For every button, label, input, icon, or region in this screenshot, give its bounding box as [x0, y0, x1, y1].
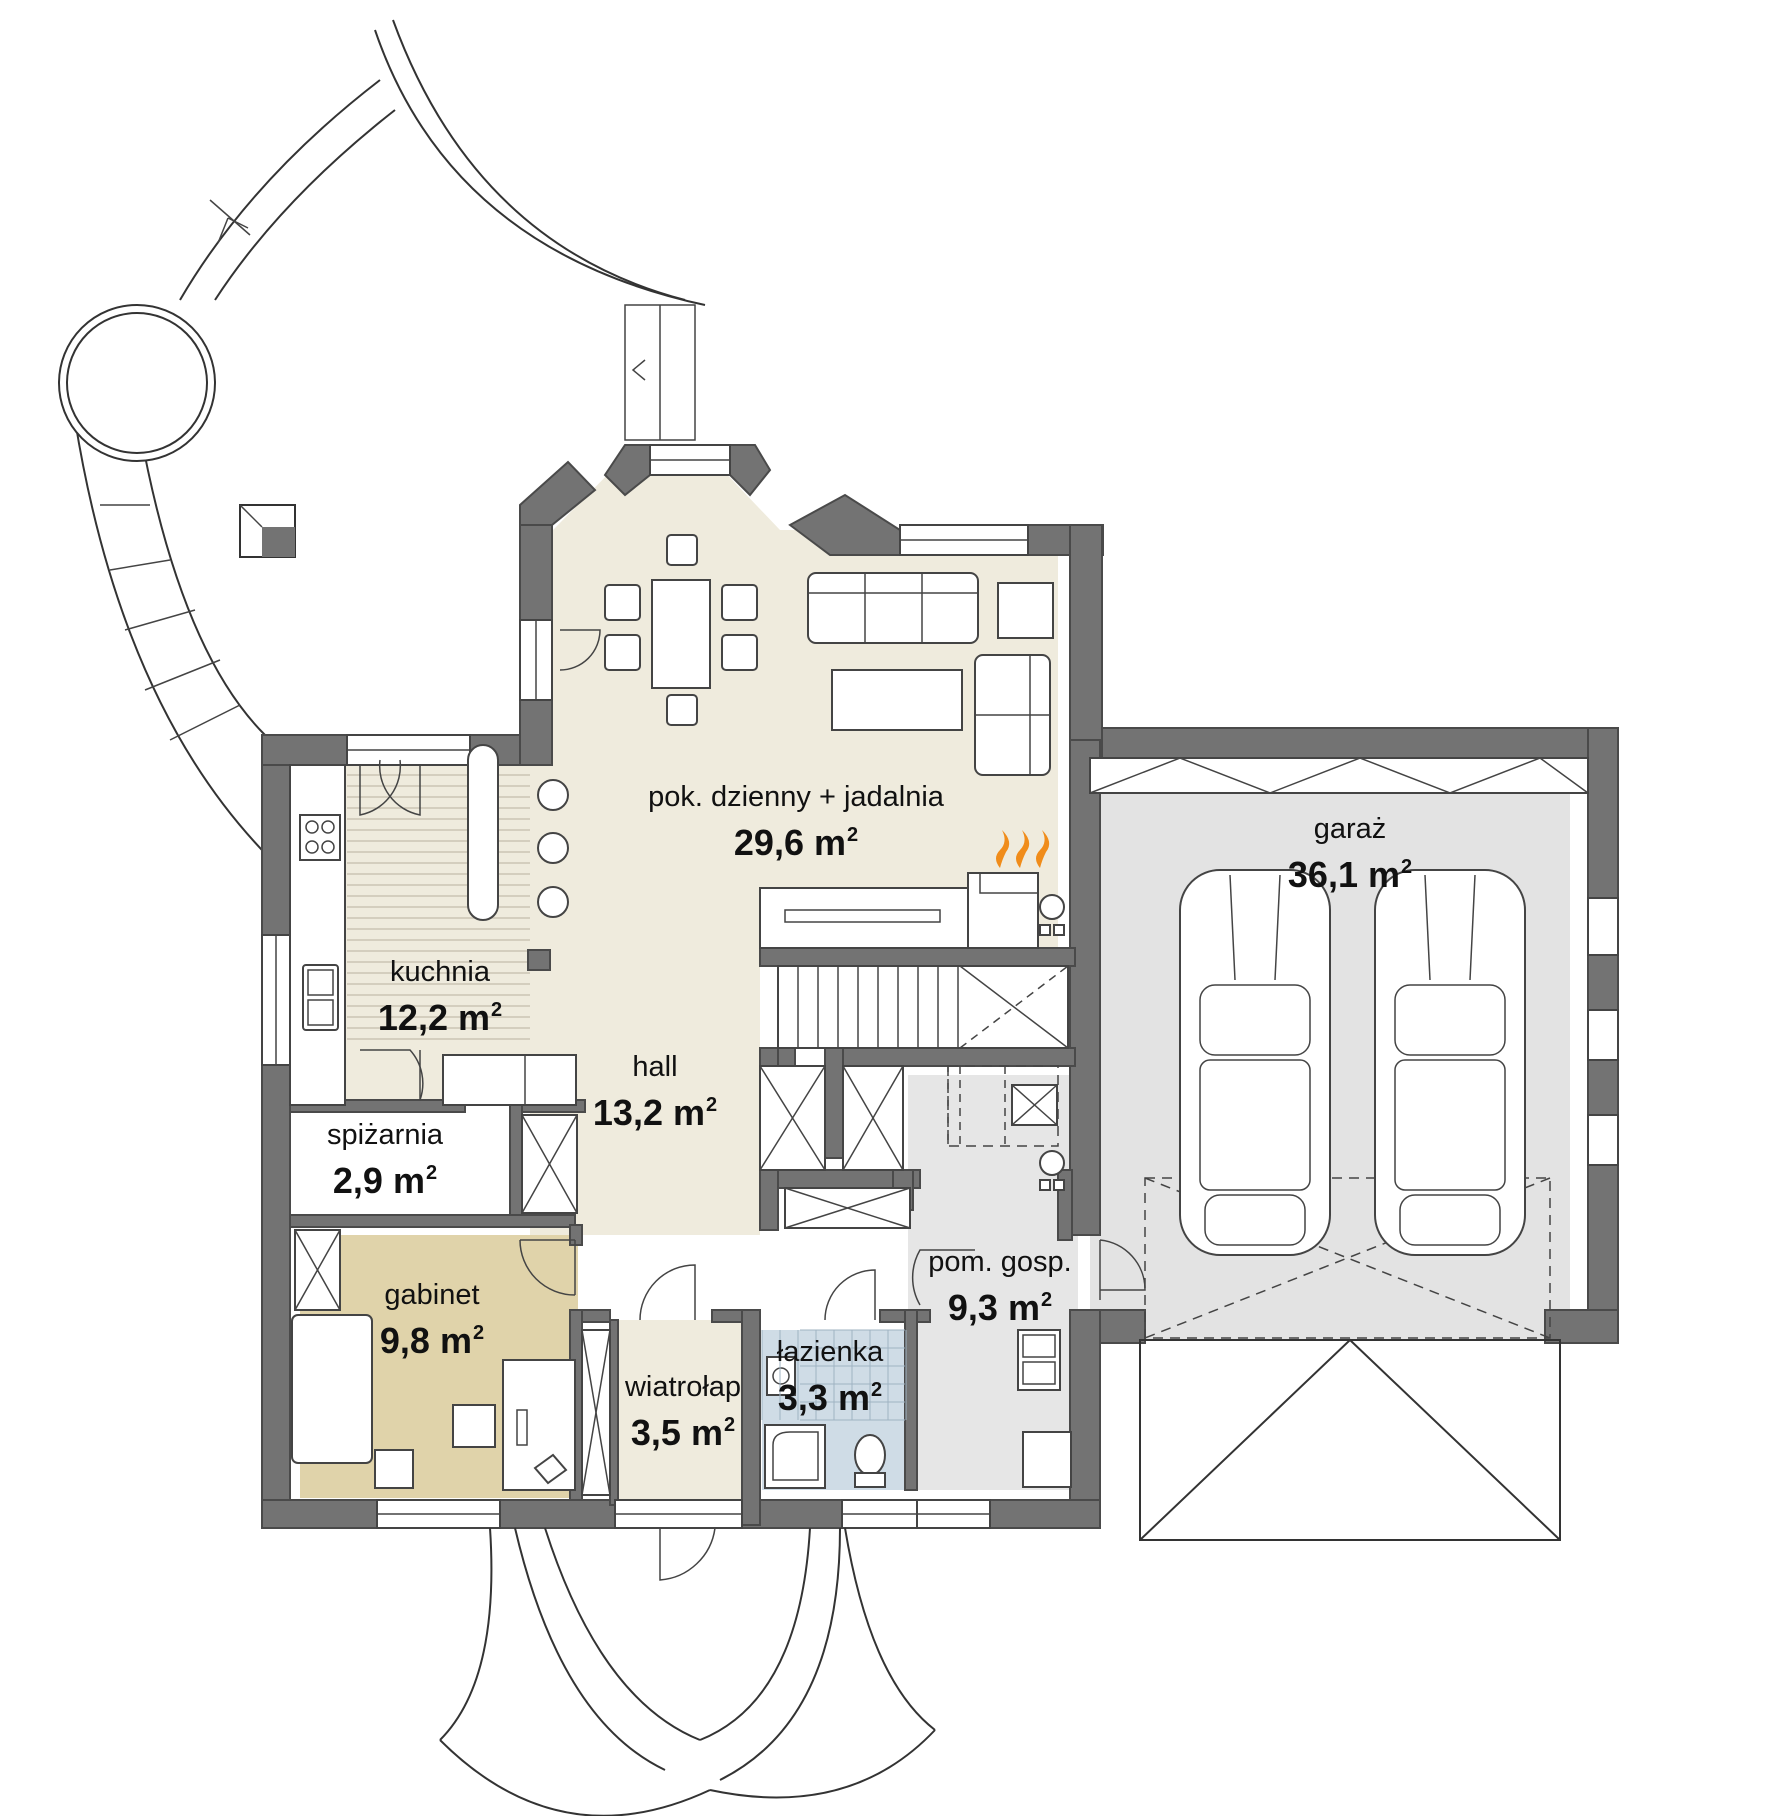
unit-superscript: 2 [472, 1322, 485, 1344]
door-swing-icon [359, 629, 1146, 1581]
room-name: spiżarnia [326, 1119, 444, 1151]
unit-superscript: 2 [870, 1379, 883, 1401]
room-area: 12,2 m [377, 997, 490, 1038]
room-name: wiatrołap [624, 1371, 742, 1403]
room-label-kitchen: kuchnia 12,2 m2 [378, 955, 502, 1039]
room-name: hall [632, 1051, 678, 1083]
toilet-icon [854, 1434, 886, 1488]
room-name: łazienka [776, 1336, 884, 1368]
room-area: 9,3 m [947, 1287, 1040, 1328]
car-icon [1179, 869, 1331, 1256]
kitchen-counter [289, 764, 577, 1106]
room-name: pok. dzienny + jadalnia [648, 781, 944, 813]
room-name: kuchnia [390, 956, 490, 988]
room-name: garaż [1313, 813, 1387, 845]
bathroom-tiles [761, 1329, 907, 1421]
unit-superscript: 2 [490, 999, 503, 1021]
sink-icon [1017, 1329, 1061, 1391]
fireplace [759, 872, 1065, 949]
utility-fixtures [947, 1065, 1072, 1488]
room-area: 36,1 m [1287, 854, 1400, 895]
room-label-bathroom: łazienka 3,3 m2 [777, 1335, 883, 1419]
stairs-icon [777, 965, 1069, 1145]
room-area: 13,2 m [592, 1092, 705, 1133]
walls [261, 444, 1619, 1529]
unit-superscript: 2 [425, 1162, 438, 1184]
sink-icon [302, 964, 339, 1031]
car-icon [1374, 869, 1526, 1256]
shower-icon [764, 1424, 826, 1489]
kitchen-floor-lines [347, 774, 530, 1040]
room-area: 2,9 m [332, 1160, 425, 1201]
dining-set [604, 534, 758, 726]
fireplace-icon [996, 830, 1050, 868]
unit-superscript: 2 [1040, 1289, 1053, 1311]
sink-icon [766, 1356, 796, 1396]
unit-superscript: 2 [705, 1094, 718, 1116]
unit-superscript: 2 [723, 1414, 736, 1436]
room-area: 29,6 m [733, 822, 846, 863]
bathroom-fixtures [764, 1356, 886, 1489]
room-area: 3,3 m [777, 1377, 870, 1418]
room-name: gabinet [384, 1279, 480, 1311]
unit-superscript: 2 [846, 824, 859, 846]
room-area: 3,5 m [630, 1412, 723, 1453]
room-label-living: pok. dzienny + jadalnia 29,6 m2 [648, 780, 944, 864]
room-label-office: gabinet 9,8 m2 [380, 1278, 484, 1362]
wardrobes [294, 1065, 911, 1496]
kitchen-floor [345, 740, 530, 1100]
room-label-utility: pom. gosp. 9,3 m2 [928, 1245, 1071, 1329]
stove-icon [299, 814, 341, 861]
bar-stools [467, 744, 569, 921]
room-area: 9,8 m [379, 1320, 472, 1361]
room-label-pantry: spiżarnia 2,9 m2 [327, 1118, 443, 1202]
unit-superscript: 2 [1400, 856, 1413, 878]
compass-circle-icon [58, 304, 216, 462]
room-name: pom. gosp. [928, 1246, 1072, 1278]
office-furniture [291, 1314, 576, 1491]
garage-door [1089, 757, 1589, 794]
room-label-vestibule: wiatrołap 3,5 m2 [625, 1370, 741, 1454]
terrace-walkway [74, 19, 706, 851]
windows [261, 444, 1619, 1529]
room-label-hall: hall 13,2 m2 [593, 1050, 717, 1134]
sofa [807, 572, 1054, 776]
chimney-block [239, 504, 296, 558]
entrance-steps [439, 1527, 936, 1816]
vestibule-floor [615, 1320, 745, 1505]
carport [1139, 1338, 1561, 1541]
room-label-garage: garaż 36,1 m2 [1288, 812, 1412, 896]
